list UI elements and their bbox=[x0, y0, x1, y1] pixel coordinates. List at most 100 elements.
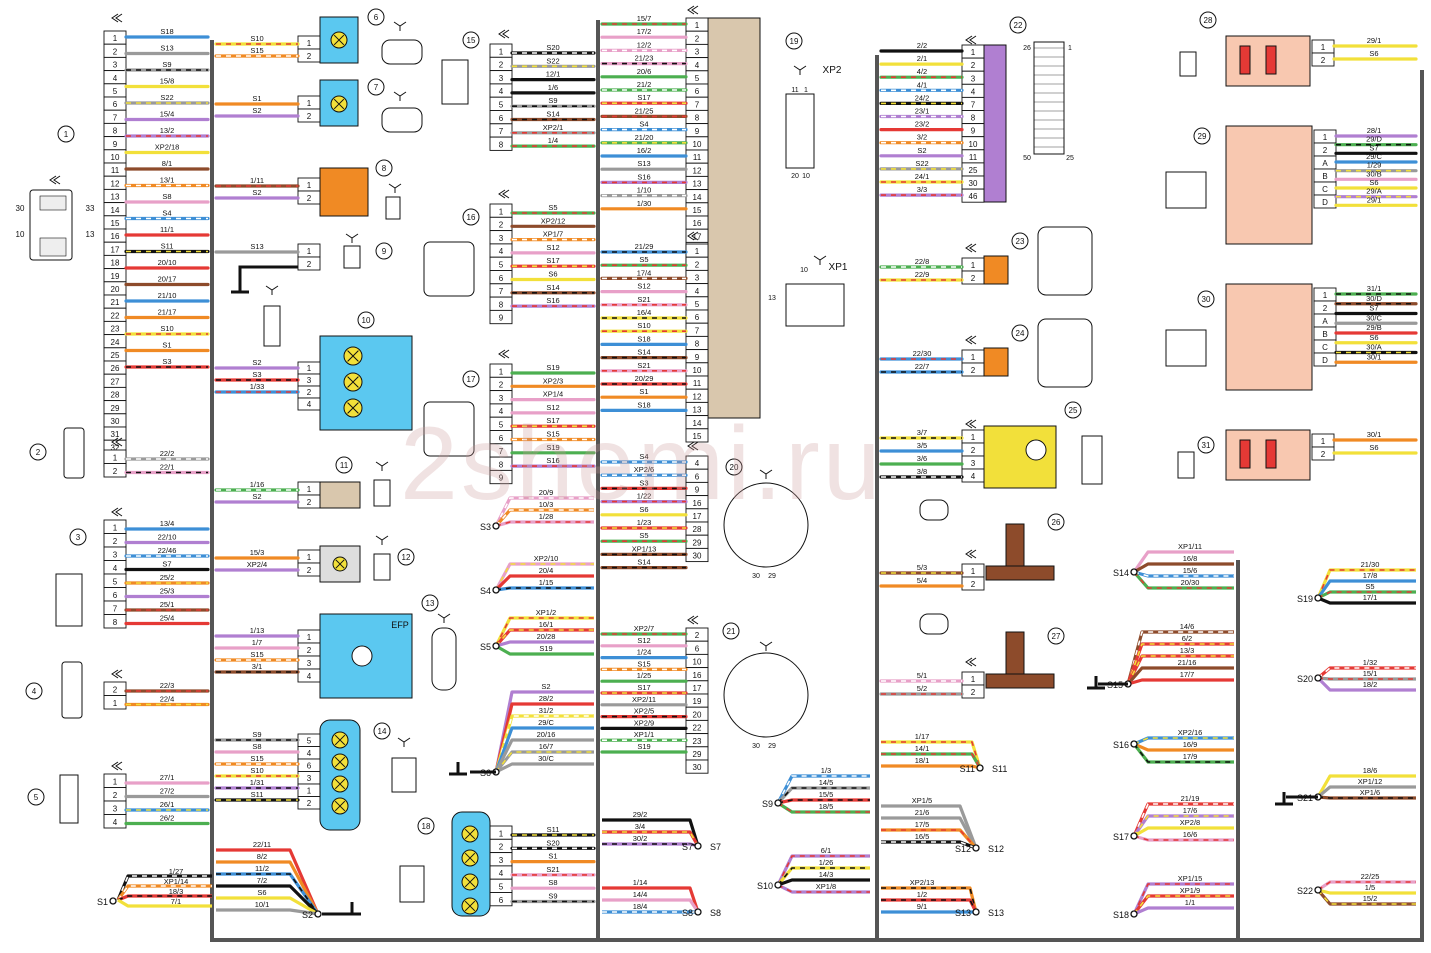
pin-number: 1 bbox=[307, 485, 312, 494]
pin-number: 13 bbox=[111, 193, 120, 202]
component-number: 7 bbox=[374, 83, 379, 92]
wire-label: 30/C bbox=[1366, 313, 1382, 322]
wire-label: 2/1 bbox=[917, 54, 927, 63]
splice-point bbox=[1130, 832, 1138, 840]
pin-number: 1 bbox=[499, 829, 504, 838]
connector-9-face bbox=[343, 245, 361, 269]
splice-point bbox=[976, 764, 984, 772]
splice-s2-wire bbox=[216, 860, 320, 915]
plug-icon bbox=[265, 285, 279, 295]
connector-20-face bbox=[723, 482, 809, 568]
component-number: 25 bbox=[1069, 406, 1078, 415]
splice-point bbox=[972, 908, 980, 916]
wire-label: 29/B bbox=[1366, 323, 1381, 332]
pin-number: 4 bbox=[113, 74, 118, 83]
wire-label: S1 bbox=[639, 387, 648, 396]
wire-stripe bbox=[1317, 667, 1416, 679]
wire-label: 22/10 bbox=[158, 533, 177, 542]
pin-number: 1 bbox=[499, 207, 504, 216]
component-callout bbox=[1047, 627, 1065, 645]
pin-label: 10 bbox=[16, 230, 25, 239]
wire-label: 1/27 bbox=[169, 867, 184, 876]
wire-label: 15/6 bbox=[1183, 566, 1198, 575]
wire-label: S12 bbox=[637, 636, 650, 645]
pin-number: 16 bbox=[111, 232, 120, 241]
component-callout bbox=[462, 208, 480, 226]
pin-number: 1 bbox=[113, 778, 118, 787]
lamp-cross bbox=[347, 402, 359, 414]
pin-number: 3 bbox=[113, 805, 118, 814]
efp-label: EFP bbox=[391, 620, 409, 630]
wire-label: S1 bbox=[162, 341, 171, 350]
wire-label: 15/5 bbox=[819, 790, 834, 799]
pin-number: 4 bbox=[695, 287, 700, 296]
pin-number: 6 bbox=[499, 434, 504, 443]
wire-stripe bbox=[1133, 803, 1234, 837]
fuel-pump-motor-icon bbox=[351, 645, 373, 667]
component-number: 28 bbox=[1204, 16, 1213, 25]
component-callout bbox=[421, 594, 439, 612]
ground-icon bbox=[449, 762, 467, 776]
splice-point bbox=[774, 799, 782, 807]
pin-number: 2 bbox=[307, 388, 312, 397]
wire-stripe bbox=[1133, 571, 1234, 589]
lamp-cross bbox=[464, 852, 476, 864]
wire-label: 1/6 bbox=[548, 83, 558, 92]
component-number: 29 bbox=[1198, 132, 1207, 141]
wire-stripe bbox=[495, 521, 594, 527]
socket-icon bbox=[687, 5, 699, 15]
wire-label: S16 bbox=[546, 456, 559, 465]
pin-number: 29 bbox=[693, 750, 702, 759]
pin-label: 29 bbox=[768, 573, 776, 580]
wire-label: 13/4 bbox=[160, 519, 175, 528]
wire-label: 1/5 bbox=[1365, 883, 1375, 892]
pin-number: 3 bbox=[499, 856, 504, 865]
wire-label: 15/4 bbox=[160, 110, 175, 119]
pin-number: 32 bbox=[111, 443, 120, 452]
wire-stripe bbox=[1127, 643, 1234, 685]
wire-stripe bbox=[495, 497, 594, 527]
component-number: 17 bbox=[467, 375, 476, 384]
splice-s12-wire bbox=[881, 804, 978, 849]
wire-label: 15/8 bbox=[160, 77, 175, 86]
wire-stripe bbox=[1133, 737, 1234, 745]
wire-label: 6/1 bbox=[821, 846, 831, 855]
splice-label: S7 bbox=[682, 842, 693, 852]
wire-label: S10 bbox=[637, 321, 650, 330]
component-7-pins: 12 bbox=[297, 95, 321, 123]
wire-label: 1/33 bbox=[250, 382, 265, 391]
wire-label: 1/32 bbox=[1363, 658, 1378, 667]
wire-label: 1/14 bbox=[633, 878, 648, 887]
pin-number: 8 bbox=[113, 127, 118, 136]
wire-label: 28/1 bbox=[1367, 126, 1382, 135]
component-9-pins: 12 bbox=[297, 243, 321, 271]
wire-label: S12 bbox=[546, 403, 559, 412]
splice-point bbox=[314, 910, 322, 918]
wire-label: 3/5 bbox=[917, 441, 927, 450]
wire-label: 20/17 bbox=[158, 275, 177, 284]
wire-label: 20/16 bbox=[537, 730, 556, 739]
wire-label: S9 bbox=[162, 60, 171, 69]
pin-number: 4 bbox=[499, 407, 504, 416]
pin-number: 7 bbox=[499, 127, 504, 136]
plug-icon bbox=[393, 91, 407, 101]
component-26-pins: 12 bbox=[961, 563, 985, 591]
component-callout bbox=[1009, 16, 1027, 34]
splice-label: S3 bbox=[480, 522, 491, 532]
pin-number: 6 bbox=[695, 644, 700, 653]
wire-label: 30/1 bbox=[1367, 352, 1382, 361]
lamp-cross bbox=[334, 800, 346, 812]
wire-label: 17/7 bbox=[1180, 670, 1195, 679]
ground-icon bbox=[343, 902, 361, 916]
component-callout bbox=[25, 682, 43, 700]
splice-point bbox=[1130, 910, 1138, 918]
wire-label: 16/9 bbox=[1183, 740, 1198, 749]
splice-point bbox=[492, 586, 500, 594]
connector-5-body bbox=[59, 774, 79, 824]
splice-label: S18 bbox=[1113, 910, 1129, 920]
pin-label: 1 bbox=[1068, 45, 1072, 52]
wire-label: S8 bbox=[548, 878, 557, 887]
socket-icon bbox=[498, 189, 510, 199]
splice-label: S4 bbox=[480, 586, 491, 596]
wire-label: 1/16 bbox=[250, 480, 265, 489]
